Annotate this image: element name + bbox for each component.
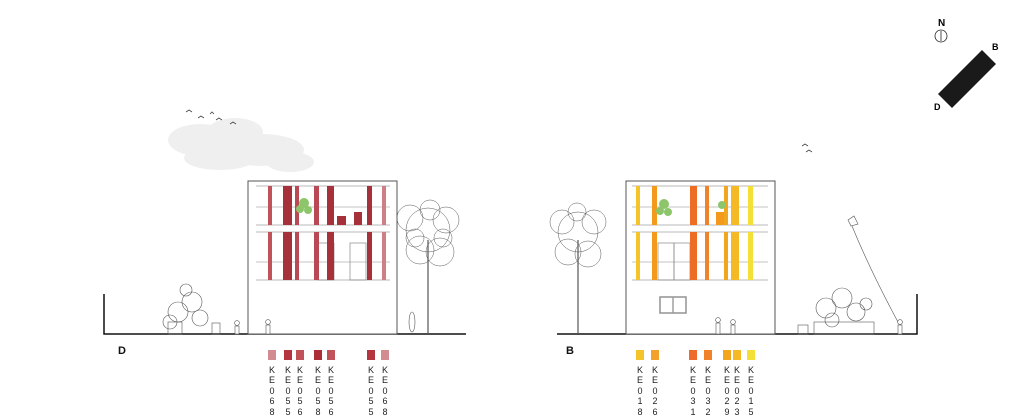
tree-illustration [396, 199, 460, 334]
birds-icon [801, 143, 813, 153]
building-facade [247, 180, 398, 335]
legend-code: K E 0 5 5 [284, 365, 291, 417]
tree-illustration [549, 202, 607, 334]
legend-code: K E 0 1 5 [747, 365, 754, 417]
compass-north-label: N [938, 18, 945, 29]
legend-item: K E 0 2 6 [650, 350, 660, 417]
legend-swatch [704, 350, 712, 360]
legend-item: K E 0 3 1 [688, 350, 698, 417]
legend-item: K E 0 5 5 [283, 350, 293, 417]
legend-swatch [367, 350, 375, 360]
legend-item: K E 0 5 8 [313, 350, 323, 417]
legend-item: K E 0 6 8 [380, 350, 390, 417]
legend-swatch [268, 350, 276, 360]
legend-item: K E 0 5 6 [326, 350, 336, 417]
people-icon [234, 311, 416, 335]
legend-code: K E 0 6 8 [268, 365, 275, 417]
legend-item: K E 0 5 6 [295, 350, 305, 417]
legend-swatch [327, 350, 335, 360]
legend-item: K E 0 6 8 [267, 350, 277, 417]
legend-swatch [296, 350, 304, 360]
balcony-plant-icon [296, 198, 312, 214]
shrubs-illustration [813, 287, 875, 335]
legend-swatch [733, 350, 741, 360]
legend-swatch [651, 350, 659, 360]
balcony-plant-icon [656, 199, 726, 216]
legend-item: K E 0 2 9 [722, 350, 732, 417]
legend-item: K E 0 1 8 [635, 350, 645, 417]
legend-code: K E 0 5 5 [367, 365, 374, 417]
orange-facade-slats [636, 186, 753, 280]
legend-swatch [314, 350, 322, 360]
right-elevation-label: B [566, 345, 574, 357]
legend-code: K E 0 3 1 [689, 365, 696, 417]
legend-swatch [747, 350, 755, 360]
legend-code: K E 0 5 6 [327, 365, 334, 417]
legend-code: K E 0 3 2 [704, 365, 711, 417]
legend-swatch [636, 350, 644, 360]
right-elevation [549, 143, 918, 335]
compass-circle-icon [934, 29, 948, 43]
left-elevation [103, 109, 466, 335]
legend-item: K E 0 3 2 [703, 350, 713, 417]
legend-code: K E 0 2 9 [723, 365, 730, 417]
legend-code: K E 0 2 6 [651, 365, 658, 417]
legend-swatch [381, 350, 389, 360]
people-icon [715, 317, 903, 335]
legend-swatch [689, 350, 697, 360]
legend-item: K E 0 2 3 [732, 350, 742, 417]
legend-swatch [723, 350, 731, 360]
legend-code: K E 0 1 8 [636, 365, 643, 417]
legend-code: K E 0 6 8 [381, 365, 388, 417]
legend-code: K E 0 5 6 [296, 365, 303, 417]
compass-d-label: D [934, 102, 941, 112]
left-elevation-label: D [118, 345, 126, 357]
red-facade-slats [268, 186, 386, 280]
compass-b-label: B [992, 42, 999, 52]
site-footprint-icon [938, 50, 996, 108]
compass: N B D [934, 18, 999, 112]
legend-item: K E 0 1 5 [746, 350, 756, 417]
shrubs-illustration [162, 283, 221, 335]
legend-code: K E 0 2 3 [733, 365, 740, 417]
cloud-illustration [168, 118, 314, 172]
birds-icon [185, 109, 237, 125]
legend-code: K E 0 5 8 [314, 365, 321, 417]
legend-item: K E 0 5 5 [366, 350, 376, 417]
kite-icon [847, 215, 899, 323]
legend-swatch [284, 350, 292, 360]
